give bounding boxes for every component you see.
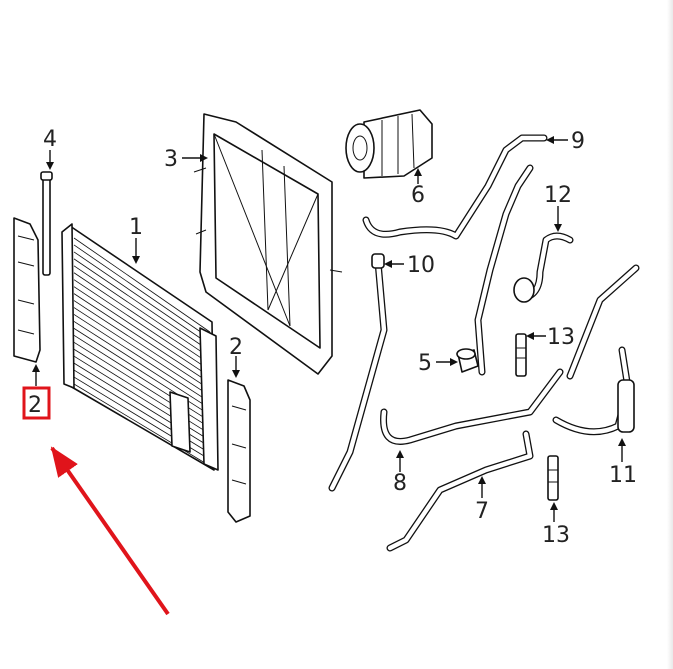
part-13-sensor-lower (547, 455, 559, 501)
callout-8: 8 (393, 471, 407, 496)
part-5-valve (456, 348, 479, 373)
condenser-fin (73, 237, 211, 333)
callout-2-middle: 2 (229, 335, 243, 360)
callout-12: 12 (544, 183, 572, 208)
callout-13-lower: 13 (542, 523, 570, 548)
callout-3: 3 (164, 147, 178, 172)
part-9-hose (362, 134, 548, 240)
condenser-fin (73, 258, 211, 352)
condenser-fin (73, 383, 211, 467)
condenser-fin (73, 244, 211, 339)
callout-2-highlighted: 2 (28, 393, 42, 418)
condenser-fin (73, 293, 211, 384)
callout-9: 9 (571, 129, 585, 154)
callout-7: 7 (475, 499, 489, 524)
condenser-fin (73, 307, 211, 397)
callout-13-upper: 13 (547, 325, 575, 350)
condenser-fin (73, 279, 211, 371)
part-8-hose (380, 368, 564, 445)
callout-5: 5 (418, 351, 432, 376)
callout-4: 4 (43, 127, 57, 152)
highlight-box (22, 386, 51, 420)
callout-1: 1 (129, 215, 143, 240)
condenser-fin (73, 286, 211, 378)
condenser-fin (73, 314, 211, 403)
condenser-fin (73, 272, 211, 365)
part-12-hose (474, 164, 574, 376)
red-pointer-arrow (50, 446, 170, 616)
part-1-condenser (61, 223, 219, 471)
part-11-hose (552, 264, 640, 436)
callout-6: 6 (411, 183, 425, 208)
condenser-fin (73, 265, 211, 358)
part-2-middle-bracket (227, 379, 251, 523)
condenser-fin (73, 251, 211, 346)
part-13-sensor-upper (515, 333, 527, 377)
condenser-fin (73, 321, 211, 409)
callout-10: 10 (407, 253, 435, 278)
part-7-hose (386, 430, 534, 552)
callout-11: 11 (609, 463, 637, 488)
part-3-frame (193, 113, 343, 375)
leader-lines (32, 136, 626, 522)
part-4-rod (40, 171, 53, 276)
condenser-fin (73, 300, 211, 390)
part-10-hose (328, 253, 388, 492)
part-2-left-bracket (13, 217, 41, 363)
part-6-compressor (345, 109, 433, 179)
